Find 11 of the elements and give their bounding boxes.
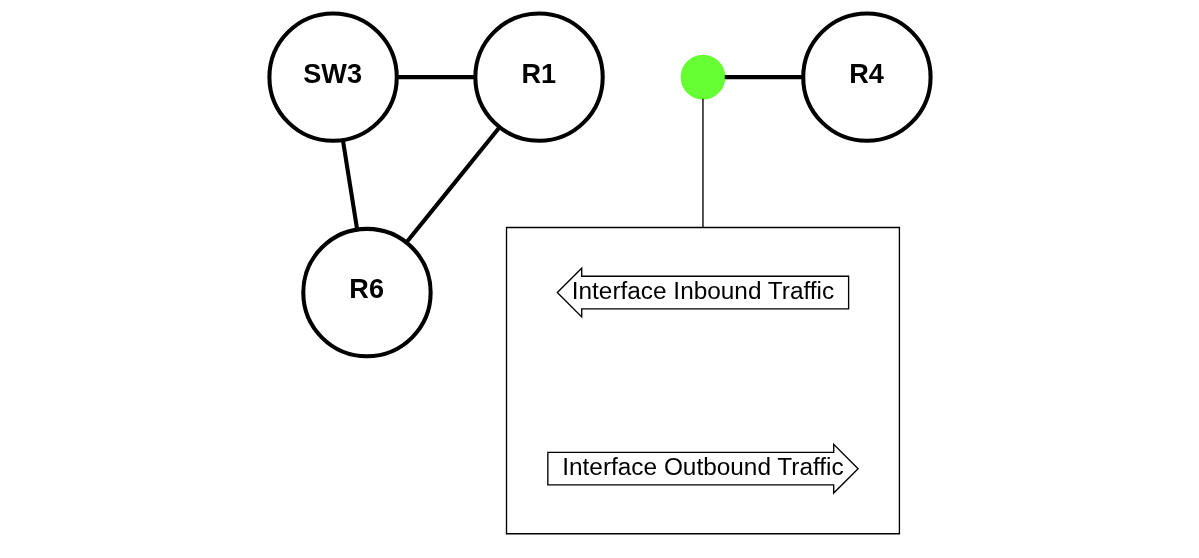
node-circle: R1 <box>472 11 605 143</box>
node-circle <box>680 54 725 100</box>
connector <box>701 98 704 229</box>
connector <box>724 75 803 80</box>
node-circle: R6 <box>300 226 433 359</box>
connector <box>396 75 475 80</box>
connector <box>340 140 359 230</box>
node-circle: SW3 <box>266 11 399 143</box>
connector <box>404 126 501 244</box>
node-circle: R4 <box>800 11 933 143</box>
cluster <box>505 226 900 535</box>
